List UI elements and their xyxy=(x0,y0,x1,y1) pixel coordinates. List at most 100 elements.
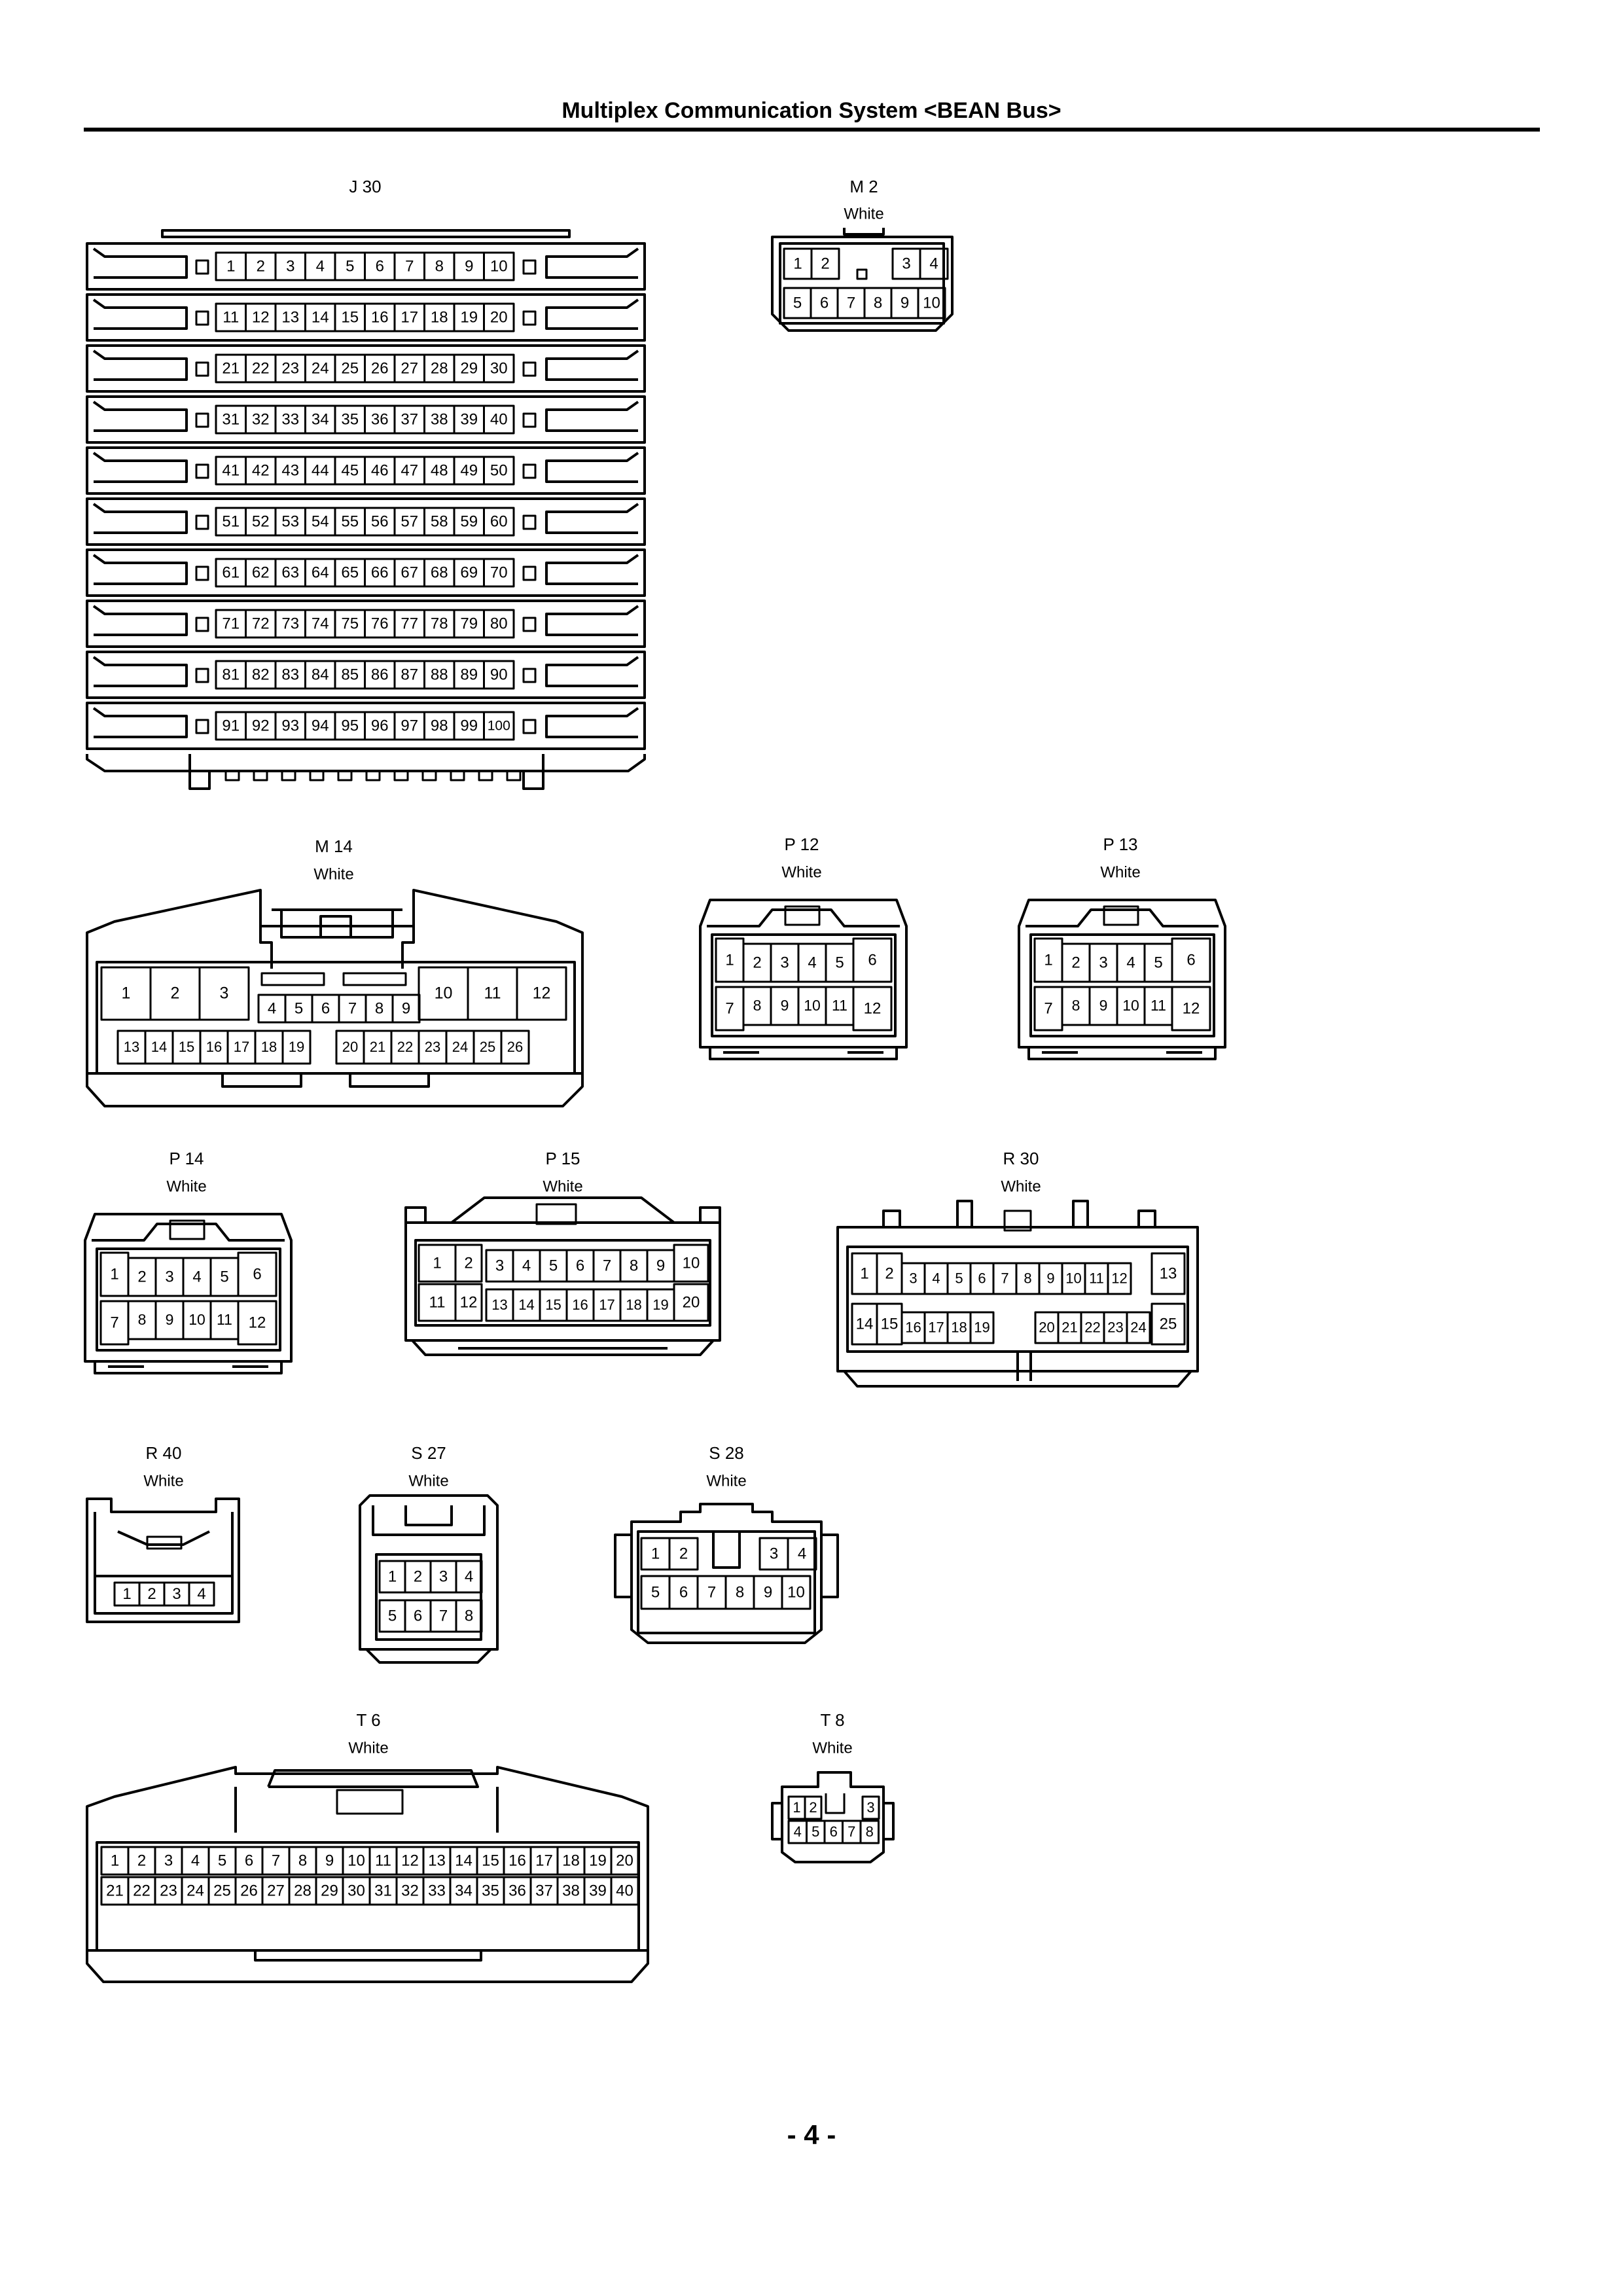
pin-number: 11 xyxy=(217,1311,232,1328)
latch-square xyxy=(522,514,537,530)
pin-number: 9 xyxy=(325,1852,334,1869)
pin-number: 2 xyxy=(414,1568,422,1585)
pin-cell xyxy=(483,404,515,435)
connector-rib xyxy=(92,656,188,687)
connector-outline xyxy=(86,754,646,772)
latch-square xyxy=(336,1789,404,1815)
connector-outline xyxy=(259,890,415,969)
pin-number: 1 xyxy=(651,1545,660,1562)
pin-number: 4 xyxy=(929,255,938,272)
pin-number: 4 xyxy=(798,1545,806,1562)
latch-square xyxy=(522,668,537,683)
pin-number: 1 xyxy=(122,984,131,1003)
connector-color: White xyxy=(143,1472,183,1490)
pin-number: 11 xyxy=(223,308,239,326)
pin-number: 86 xyxy=(371,666,389,683)
pin-number: 12 xyxy=(1111,1270,1127,1286)
pin-number: 6 xyxy=(414,1607,422,1624)
connector-shell xyxy=(84,1213,293,1363)
pin-number: 21 xyxy=(222,359,240,377)
pin-number: 21 xyxy=(370,1039,385,1055)
connector-code: S 27 xyxy=(411,1443,446,1463)
pin-number: 11 xyxy=(429,1293,446,1311)
pin-cell xyxy=(483,456,515,486)
pin-number: 38 xyxy=(562,1882,580,1899)
pin-cell xyxy=(859,1820,880,1844)
pin-cell xyxy=(483,507,515,537)
connector-outline xyxy=(281,771,296,781)
pin-number: 70 xyxy=(490,564,508,581)
pin-cell xyxy=(673,1244,709,1283)
pin-number: 95 xyxy=(341,717,359,734)
pin-cell xyxy=(391,994,421,1024)
connector-color: White xyxy=(1100,863,1140,881)
pin-number: 6 xyxy=(245,1852,253,1869)
connector-outline xyxy=(450,1196,675,1224)
connector-shell xyxy=(414,1239,711,1327)
pin-cell xyxy=(455,1599,483,1633)
pin-number: 24 xyxy=(187,1882,204,1899)
pin-number: 10 xyxy=(923,294,940,312)
connector-shell xyxy=(779,242,945,325)
connector-outline xyxy=(707,908,900,927)
connector-code: P 12 xyxy=(784,834,819,854)
pin-number: 5 xyxy=(812,1823,819,1840)
pin-number: 73 xyxy=(281,615,299,632)
pin-cell xyxy=(483,609,515,639)
pin-number: 1 xyxy=(1044,951,1052,969)
connector-outline xyxy=(94,1361,283,1374)
latch-square xyxy=(195,412,209,428)
pin-number: 7 xyxy=(110,1314,118,1331)
pin-number: 6 xyxy=(1186,951,1195,969)
latch-square xyxy=(146,1535,183,1550)
connector-outline xyxy=(421,771,437,781)
latch-square xyxy=(195,719,209,734)
pin-number: 7 xyxy=(847,294,855,312)
pin-cell xyxy=(610,1846,639,1876)
pin-number: 23 xyxy=(281,359,299,377)
pin-number: 8 xyxy=(874,294,882,312)
pin-number: 3 xyxy=(909,1270,917,1286)
latch-square xyxy=(195,361,209,377)
connector-color: White xyxy=(706,1472,746,1490)
pin-number: 15 xyxy=(482,1852,499,1869)
pin-number: 31 xyxy=(374,1882,392,1899)
pin-number: 10 xyxy=(1122,997,1139,1014)
latch-square xyxy=(522,361,537,377)
connector-code: R 40 xyxy=(146,1443,182,1463)
pin-cell xyxy=(673,1283,709,1322)
pin-cell xyxy=(1171,937,1211,983)
pin-number: 3 xyxy=(172,1585,181,1603)
pin-number: 53 xyxy=(281,512,299,530)
connector-rib xyxy=(92,707,188,738)
pin-cell xyxy=(804,1795,823,1820)
latch-square xyxy=(319,915,352,939)
pin-number: 8 xyxy=(736,1583,744,1601)
pin-number: 13 xyxy=(124,1039,139,1055)
pin-number: 85 xyxy=(341,666,359,683)
header-rule xyxy=(84,128,1540,132)
pin-number: 11 xyxy=(375,1852,391,1869)
pin-number: 99 xyxy=(460,717,478,734)
pin-number: 55 xyxy=(341,512,359,530)
pin-number: 67 xyxy=(401,564,418,581)
pin-cell xyxy=(1150,1302,1186,1346)
pin-number: 25 xyxy=(480,1039,495,1055)
connector-outline xyxy=(337,771,353,781)
latch-square xyxy=(522,310,537,326)
pin-number: 4 xyxy=(808,954,816,971)
pin-number: 5 xyxy=(294,999,303,1017)
pin-number: 19 xyxy=(652,1297,668,1313)
connector-outline xyxy=(309,771,325,781)
pin-number: 51 xyxy=(222,512,240,530)
connector-outline xyxy=(393,771,409,781)
pin-number: 8 xyxy=(138,1311,147,1328)
pin-number: 68 xyxy=(431,564,448,581)
pin-number: 25 xyxy=(1160,1315,1177,1333)
pin-number: 15 xyxy=(341,308,359,326)
pin-number: 35 xyxy=(482,1882,499,1899)
pin-number: 11 xyxy=(1089,1270,1104,1286)
